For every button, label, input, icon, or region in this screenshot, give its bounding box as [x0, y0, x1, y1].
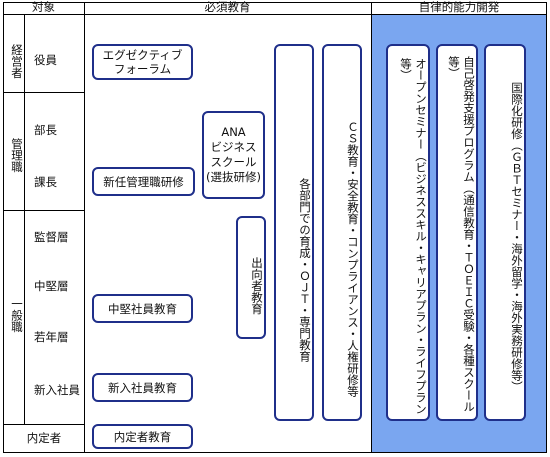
program-prospective: 内定者教育	[92, 424, 193, 449]
col-line-target	[84, 2, 85, 453]
header-divider	[3, 14, 547, 15]
row-divider-prospective	[3, 424, 84, 425]
group-general: 一般職	[10, 297, 24, 333]
level-supervisor: 監督層	[34, 230, 69, 244]
level-young: 若年層	[34, 330, 69, 344]
header-target: 対象	[32, 0, 55, 14]
program-executive-forum: エグゼクティブ フォーラム	[92, 44, 193, 80]
program-ana-business-school: ANA ビジネス スクール (選抜研修)	[202, 111, 265, 199]
group-management: 管理職	[10, 137, 24, 173]
program-open-seminar: オープンセミナー（ビジネススキル・キャリアプラン・ライフプラン等）	[386, 44, 430, 421]
program-departmental-ojt: 各部門での育成・ＯＪＴ・専門教育	[274, 44, 314, 421]
program-self-development: 自己啓発支援プログラム（通信教育・ＴＯＥＩＣ受験・各種スクール等）	[436, 44, 478, 421]
program-secondment: 出向者教育	[236, 216, 266, 339]
row-divider-exec	[3, 92, 84, 93]
header-required: 必須教育	[204, 0, 251, 14]
group-executive: 経営者	[10, 43, 24, 79]
col-line-group	[24, 14, 25, 424]
program-international: 国際化研修（ＧＢＴセミナー・海外留学・海外実務研修等）	[484, 44, 526, 421]
program-new-employee: 新入社員教育	[92, 373, 193, 402]
group-prospective: 内定者	[26, 431, 62, 445]
program-mid-career: 中堅社員教育	[92, 294, 193, 323]
row-divider-mgmt	[3, 210, 84, 211]
level-officer: 役員	[34, 53, 57, 67]
header-autonomous: 自律的能力開発	[418, 0, 500, 14]
level-new-employee: 新入社員	[34, 383, 80, 397]
frame	[3, 2, 547, 453]
level-section-head: 課長	[34, 175, 57, 189]
program-cs-education: ＣＳ教育・安全教育・コンプライアンス・人権研修等	[322, 44, 362, 421]
col-line-required	[371, 2, 372, 453]
program-new-manager: 新任管理職研修	[92, 167, 195, 196]
level-mid: 中堅層	[34, 279, 69, 293]
level-department-head: 部長	[34, 123, 57, 137]
